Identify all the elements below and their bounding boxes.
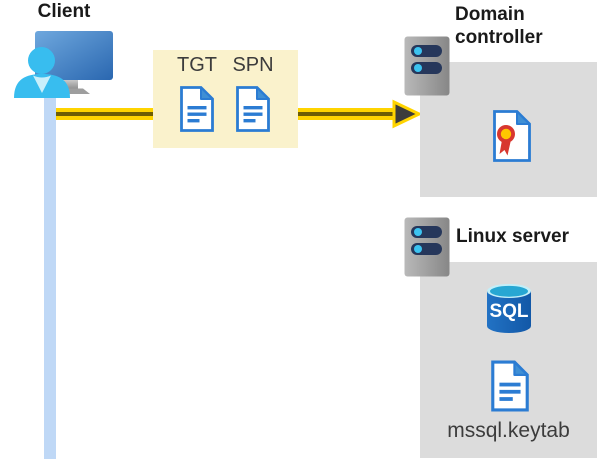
request-arrow-head-icon <box>392 99 421 129</box>
document-fold <box>516 110 531 125</box>
client-connection-line <box>44 91 56 459</box>
certificate-ribbon <box>499 140 511 156</box>
client-label: Client <box>37 1 91 22</box>
domain-controller-server-icon <box>404 36 450 96</box>
person-collar <box>33 75 51 93</box>
sql-icon-text: SQL <box>489 301 528 322</box>
document-fold <box>200 86 214 100</box>
spn-label: SPN <box>232 54 274 76</box>
linux-server-icon <box>404 217 450 277</box>
domain-controller-label: Domain controller <box>455 4 543 48</box>
monitor-icon <box>35 31 113 80</box>
keytab-document-icon <box>491 360 529 412</box>
document-fold <box>256 86 270 100</box>
token-box <box>153 50 298 148</box>
tgt-label: TGT <box>177 54 217 76</box>
tgt-document-icon <box>180 86 214 132</box>
sql-database-icon: SQL <box>487 284 531 333</box>
keytab-filename: mssql.keytab <box>447 419 570 442</box>
monitor-stand <box>64 80 78 89</box>
spn-document-icon <box>236 86 270 132</box>
certificate-icon <box>493 110 531 162</box>
client-user-monitor-icon <box>14 31 113 98</box>
person-head <box>28 47 55 74</box>
document-fold <box>513 361 529 376</box>
linux-server-label: Linux server <box>456 226 569 247</box>
